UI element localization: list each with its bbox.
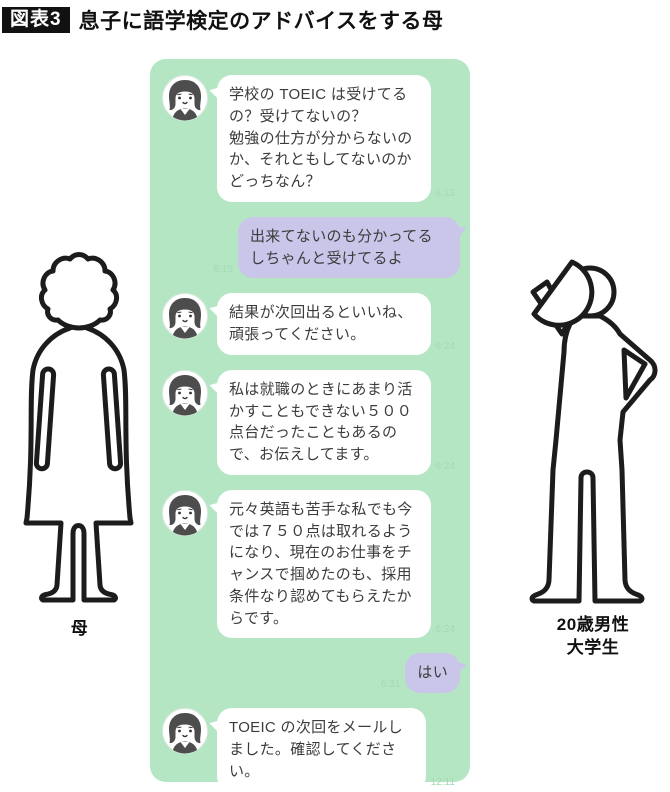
son-arm-gap xyxy=(621,347,648,401)
mother-right-arm xyxy=(100,366,124,472)
son-figure-illustration xyxy=(529,259,658,604)
chat-bubble: 元々英語も苦手な私でも今では７５０点は取れるようになり、現在のお仕事をチャンスで… xyxy=(217,489,431,639)
message-row: 学校の TOEIC は受けてるの？受けてないの？ 勉強の仕方が分からないのか、そ… xyxy=(162,75,460,202)
son-figure-label: 20歳男性 大学生 xyxy=(556,615,630,657)
message-row: 結果が次回出るといいね、頑張ってください。 6:24 xyxy=(162,293,460,355)
figure-header: 図表3 息子に語学検定のアドバイスをする母 xyxy=(2,5,443,35)
timestamp: 6:24 xyxy=(435,460,455,472)
timestamp: 6:24 xyxy=(435,624,455,636)
timestamp: 6:13 xyxy=(435,187,455,199)
timestamp: 6:15 xyxy=(213,264,233,276)
chat-bubble: TOEIC の次回をメールしました。確認してください。 xyxy=(217,708,426,792)
mother-avatar-icon xyxy=(162,293,208,340)
mother-figure-illustration xyxy=(23,252,134,603)
mother-left-arm xyxy=(33,366,57,472)
chat-panel: 学校の TOEIC は受けてるの？受けてないの？ 勉強の仕方が分からないのか、そ… xyxy=(150,59,470,792)
message-row: 6:31 はい xyxy=(162,653,460,693)
message-row: TOEIC の次回をメールしました。確認してください。 12:11 xyxy=(162,708,460,792)
mother-figure-label: 母 xyxy=(70,619,89,638)
page-title: 息子に語学検定のアドバイスをする母 xyxy=(78,10,444,33)
chat-bubble: 出来てないのも分かってるしちゃんと受けてるよ xyxy=(238,216,460,279)
chat-bubble: 私は就職のときにあまり活かすこともできない５００点台だったこともあるので、お伝え… xyxy=(217,369,431,475)
message-row: 私は就職のときにあまり活かすこともできない５００点台だったこともあるので、お伝え… xyxy=(162,369,460,475)
chat-bubble: はい xyxy=(405,653,460,693)
mother-avatar-icon xyxy=(162,75,208,121)
figure-number-badge: 図表3 xyxy=(2,7,70,33)
son-cap xyxy=(531,259,595,328)
chat-bubble: 学校の TOEIC は受けてるの？受けてないの？ 勉強の仕方が分からないのか、そ… xyxy=(217,75,431,202)
son-body-outline xyxy=(529,279,658,604)
mother-avatar-icon xyxy=(162,369,208,416)
message-row: 元々英語も苦手な私でも今では７５０点は取れるようになり、現在のお仕事をチャンスで… xyxy=(162,489,460,639)
timestamp: 12:11 xyxy=(430,777,455,789)
mother-avatar-icon xyxy=(162,489,208,536)
mother-avatar-icon xyxy=(162,708,208,754)
mother-head-outline xyxy=(38,252,120,331)
timestamp: 6:24 xyxy=(435,340,455,352)
timestamp: 6:31 xyxy=(380,679,401,690)
message-row: 6:15 出来てないのも分かってるしちゃんと受けてるよ xyxy=(162,216,460,279)
chat-bubble: 結果が次回出るといいね、頑張ってください。 xyxy=(217,293,431,355)
